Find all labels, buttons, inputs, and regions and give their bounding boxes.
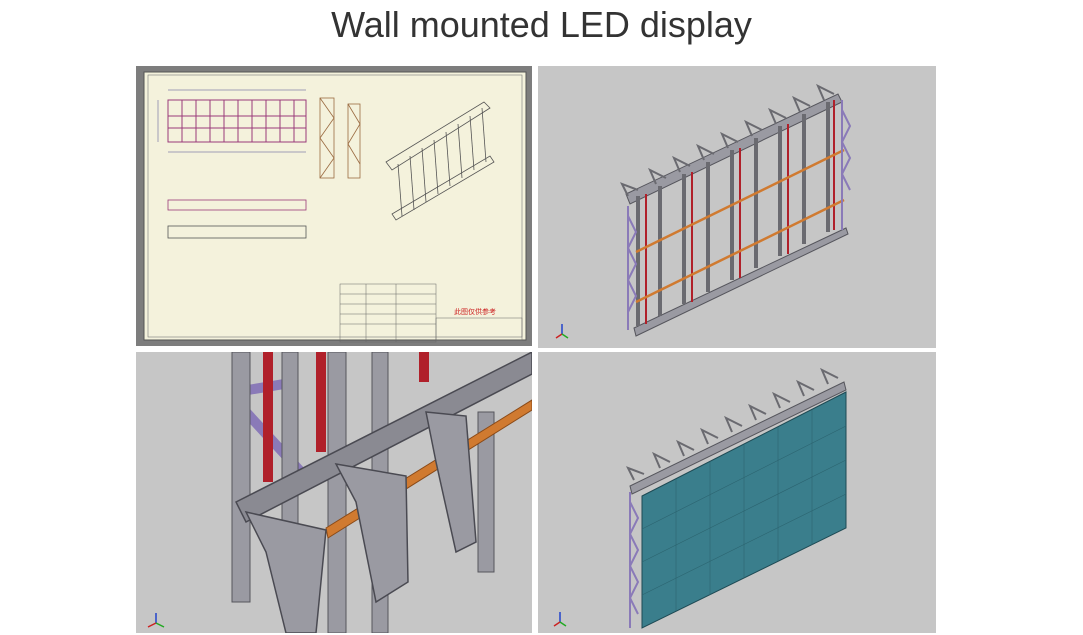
page-title: Wall mounted LED display	[331, 4, 752, 45]
led-panel-render-image	[538, 352, 936, 633]
engineering-drawing-image: 此图仅供参考	[136, 66, 532, 346]
drawing-note: 此图仅供参考	[454, 307, 496, 316]
frame-3d-render-image	[538, 66, 936, 348]
axis-triad-icon	[147, 613, 165, 628]
axis-triad-icon	[553, 612, 567, 627]
axis-triad-icon	[555, 324, 569, 339]
truss-closeup-image	[136, 352, 532, 633]
